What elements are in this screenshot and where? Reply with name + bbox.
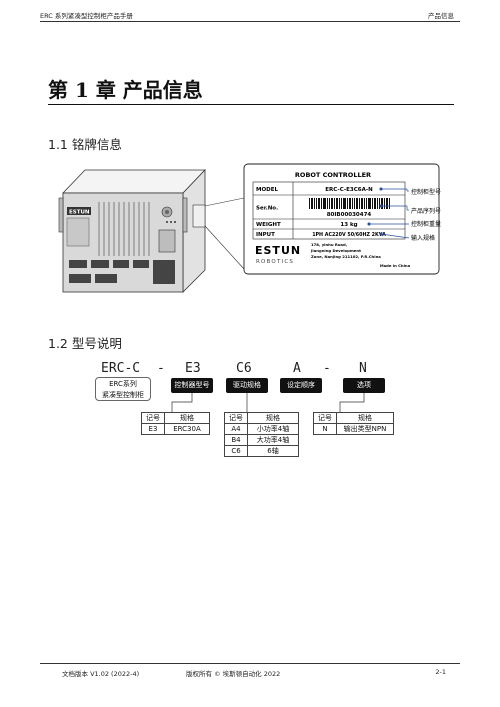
nameplate-input-value: 1PH AC220V 50/60HZ 2KVA (312, 232, 386, 238)
header-section: 产品信息 (428, 12, 454, 20)
nameplate-weight-value: 13 kg (340, 222, 357, 228)
series-description-line-2: 紧凑型控制柜 (102, 391, 144, 399)
svg-text:ESTUN: ESTUN (69, 210, 90, 216)
address-line-3: Zone, Nanjing 211102, P.R.China (311, 254, 381, 259)
tag-order: 设定顺序 (280, 378, 322, 393)
table-header: 记号 (224, 412, 248, 424)
table-cell: N (313, 423, 337, 435)
address-line-2: Jiangning Development (310, 248, 361, 253)
brand-logo: ESTUN (255, 244, 301, 257)
callout-weight: 控制柜重量 (411, 220, 441, 228)
section-title-model: 1.2 型号说明 (48, 336, 122, 351)
made-in: Made in China (380, 263, 411, 268)
model-part-dash-1: - (157, 361, 165, 376)
nameplate-serial-label: Ser.No. (256, 206, 278, 212)
nameplate: ROBOT CONTROLLER MODEL ERC-C-E3C6A-N Ser… (243, 163, 440, 275)
nameplate-weight-label: WEIGHT (256, 222, 281, 228)
controller-illustration: ESTUN (58, 169, 206, 293)
tag-controller-model: 控制器型号 (171, 378, 213, 393)
table-cell: ERC30A (164, 423, 210, 435)
address-line-1: 178, yinhu Road, (311, 242, 348, 247)
tag-drive-spec: 驱动规格 (226, 378, 268, 393)
nameplate-model-value: ERC-C-E3C6A-N (325, 187, 373, 193)
table-header: 记号 (313, 412, 337, 424)
nameplate-serial-value: 80IB00030474 (327, 212, 372, 218)
tag-option: 选项 (343, 378, 385, 393)
model-part-option: N (359, 361, 367, 376)
table-cell: 输出类型NPN (336, 423, 394, 435)
model-part-series: ERC-C (101, 361, 141, 376)
table-cell: 小功率4轴 (247, 423, 299, 435)
callout-model: 控制柜型号 (411, 188, 441, 196)
model-part-order: A (293, 361, 301, 376)
chapter-divider (48, 104, 454, 105)
table-cell: B4 (224, 434, 248, 446)
section-title-nameplate: 1.1 铭牌信息 (48, 137, 122, 152)
chapter-title: 第 1 章 产品信息 (48, 78, 203, 102)
table-cell: E3 (141, 423, 165, 435)
nameplate-input-label: INPUT (256, 232, 275, 238)
footer-version: 文档版本 V1.02 (2022-4) (62, 670, 140, 678)
brand-sub: ROBOTICS (256, 259, 294, 265)
nameplate-figure: ESTUN (58, 163, 441, 293)
table-cell: C6 (224, 445, 248, 457)
table-cell: 6轴 (247, 445, 299, 457)
table-header: 记号 (141, 412, 165, 424)
spec-table-option: 记号 规格 N 输出类型NPN (313, 412, 394, 435)
table-header: 规格 (336, 412, 394, 424)
footer-page-number: 2-1 (435, 668, 446, 676)
table-cell: A4 (224, 423, 248, 435)
table-header: 规格 (247, 412, 299, 424)
series-description-line-1: ERC系列 (109, 380, 137, 388)
model-part-dash-2: - (323, 361, 331, 376)
series-description: ERC系列 紧凑型控制柜 (95, 377, 151, 401)
callout-input: 输入规格 (411, 234, 435, 242)
table-header: 规格 (164, 412, 210, 424)
footer-copyright: 版权所有 © 埃斯顿自动化 2022 (186, 670, 281, 678)
table-cell: 大功率4轴 (247, 434, 299, 446)
model-part-drive: C6 (236, 361, 252, 376)
spec-table-controller: 记号 规格 E3 ERC30A (141, 412, 210, 435)
callout-serial: 产品序列号 (411, 207, 441, 215)
model-part-controller: E3 (185, 361, 201, 376)
header-doc-title: ERC 系列紧凑型控制柜产品手册 (40, 12, 133, 20)
nameplate-model-label: MODEL (256, 187, 278, 193)
nameplate-heading: ROBOT CONTROLLER (295, 171, 371, 179)
spec-table-drive: 记号 规格 A4 小功率4轴 B4 大功率4轴 C6 6轴 (224, 412, 299, 457)
barcode (309, 198, 390, 209)
header-divider (40, 21, 460, 22)
footer-divider (40, 663, 460, 664)
